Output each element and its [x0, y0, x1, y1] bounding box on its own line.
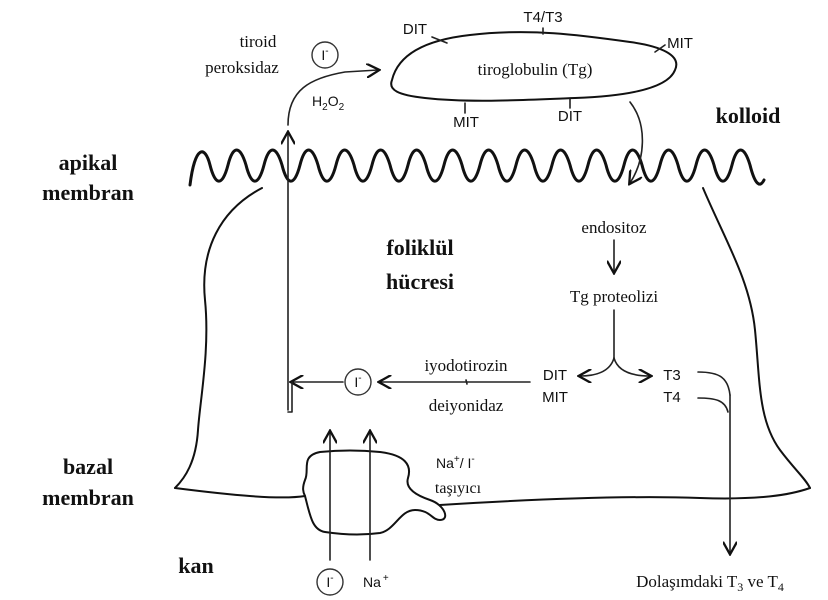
label-dit-mid: DIT	[543, 367, 567, 384]
cell-outline-left	[175, 188, 262, 488]
deiodinase-divider	[466, 380, 467, 384]
basal-membrane	[175, 488, 305, 497]
label-membran-apikal: membran	[42, 180, 134, 205]
label-endositoz: endositoz	[581, 218, 647, 237]
label-t4: T4	[663, 389, 681, 406]
label-tiroid: tiroid	[240, 32, 277, 51]
label-deiyonidaz: deiyonidaz	[429, 396, 504, 415]
label-kolloid: kolloid	[716, 103, 781, 128]
label-iodide-mid: I-	[354, 373, 361, 390]
label-mit-mid: MIT	[542, 389, 568, 406]
label-peroksidaz: peroksidaz	[205, 58, 279, 77]
label-membran-bazal: membran	[42, 485, 134, 510]
label-dit-top: DIT	[403, 21, 427, 38]
label-dit-bottom: DIT	[558, 108, 582, 125]
label-mit-bottom: MIT	[453, 114, 479, 131]
label-folikul: foliklül	[386, 235, 453, 260]
label-iodide-blood: I-	[326, 573, 333, 590]
label-transporter: Na+/ I-	[436, 454, 475, 471]
label-iodide-top: I-	[321, 46, 328, 63]
label-tasiyici: taşıyıcı	[435, 480, 482, 497]
label-t3: T3	[663, 367, 681, 384]
label-h2o2: H2O2	[312, 93, 345, 113]
label-apikal: apikal	[59, 150, 118, 175]
label-kan: kan	[178, 553, 213, 578]
endocytosis-arrow	[630, 102, 642, 183]
label-tiroglobulin: tiroglobulin (Tg)	[478, 60, 593, 79]
apical-membrane	[190, 150, 764, 185]
label-t4t3: T4/T3	[523, 9, 562, 26]
cell-outline-right	[703, 188, 810, 488]
label-mit-right: MIT	[667, 35, 693, 52]
basal-membrane-right	[440, 488, 810, 505]
label-circulating-hormones: Dolaşımdaki T3 ve T4	[636, 572, 784, 594]
label-hucresi: hücresi	[386, 269, 454, 294]
label-tg-proteolizi: Tg proteolizi	[570, 287, 659, 306]
t4-release-line	[698, 398, 728, 412]
t3-release-line	[698, 372, 730, 395]
proteolysis-left-arrow	[580, 358, 614, 376]
label-bazal: bazal	[63, 454, 113, 479]
label-na-blood: Na+	[363, 573, 389, 590]
label-iyodotirozin: iyodotirozin	[424, 356, 508, 375]
na-i-transporter	[303, 451, 445, 535]
proteolysis-right-arrow	[614, 358, 650, 376]
